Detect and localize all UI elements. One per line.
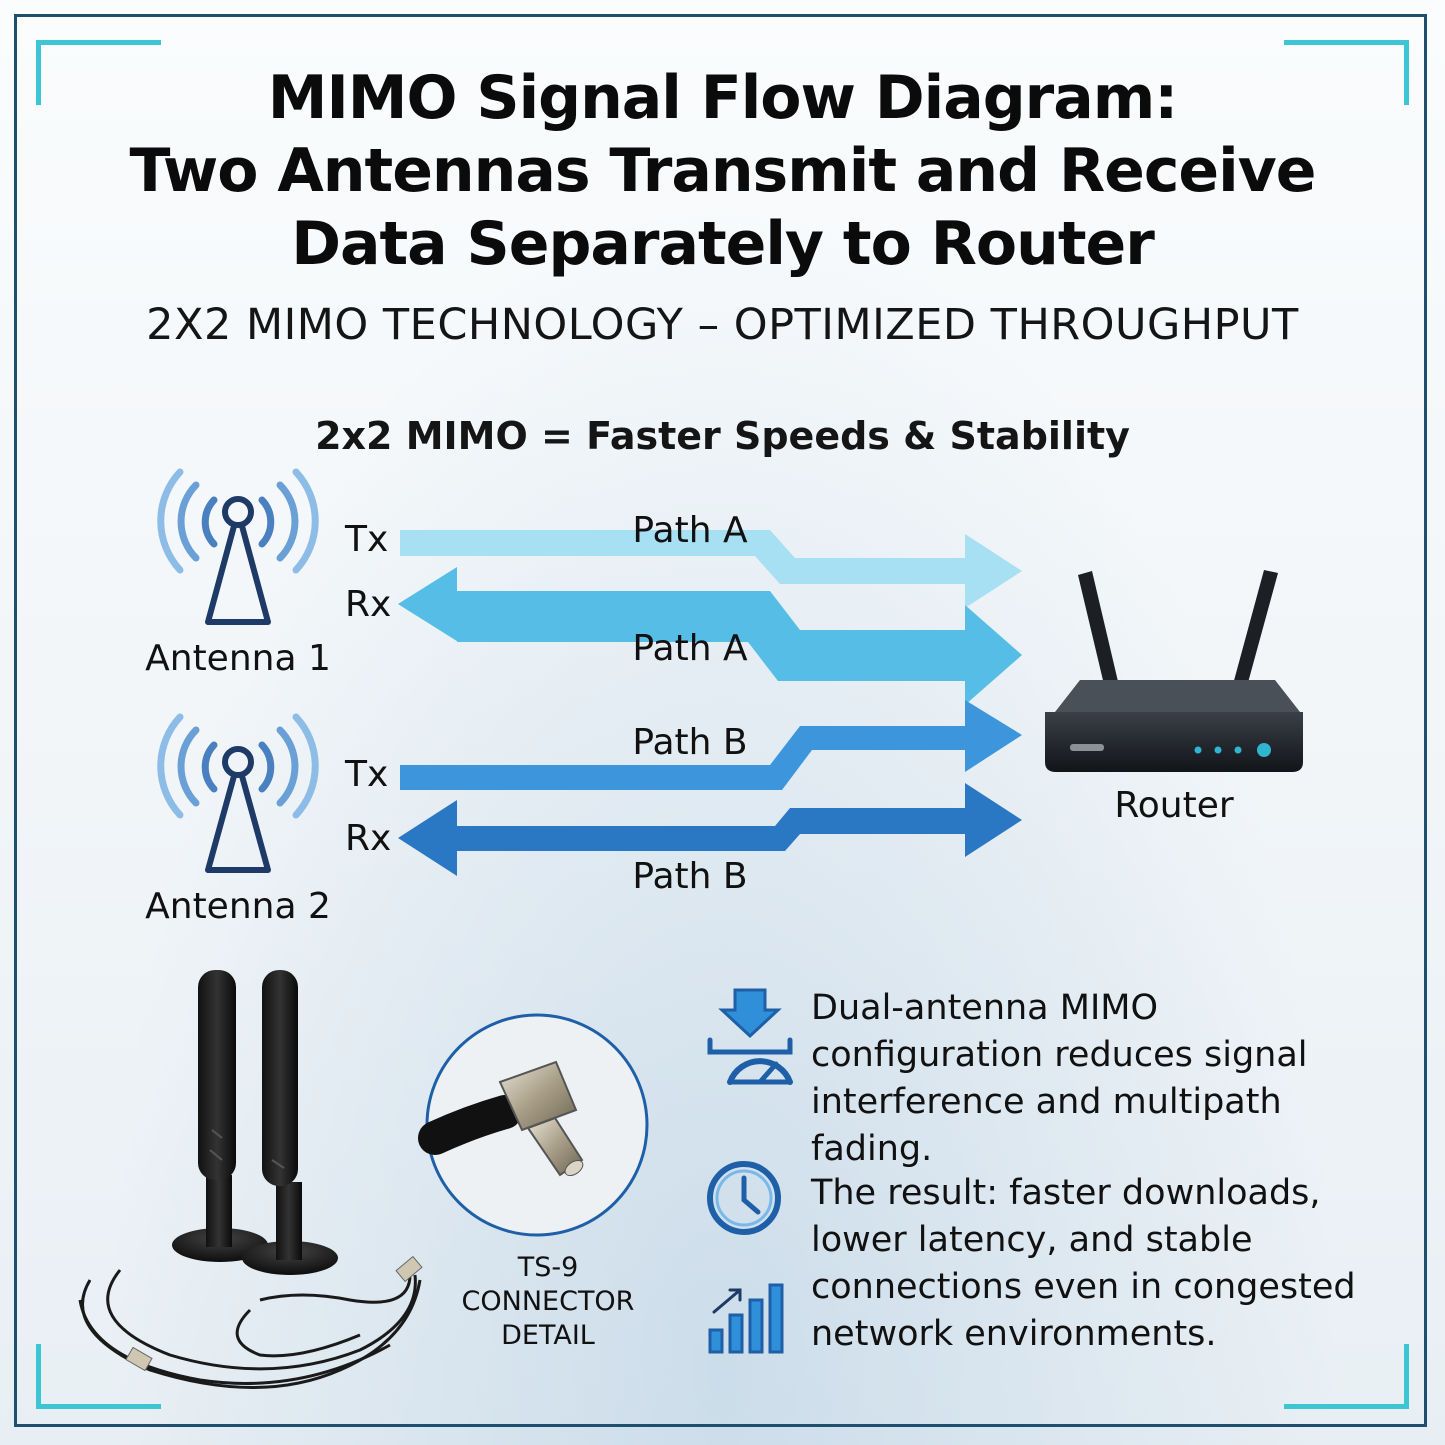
path-label: Path B — [632, 722, 747, 763]
path-arrow-a-tx — [400, 530, 1022, 608]
page-title: MIMO Signal Flow Diagram: Two Antennas T… — [60, 62, 1385, 281]
ts9-connector-detail-image — [418, 1013, 649, 1237]
router-icon — [1045, 570, 1303, 772]
title-line: Two Antennas Transmit and Receive — [129, 136, 1317, 206]
page-subtitle: 2X2 MIMO TECHNOLOGY – OPTIMIZED THROUGHP… — [146, 300, 1299, 350]
feature-text: The result: faster downloads, lower late… — [811, 1173, 1356, 1354]
connector-caption-line: TS-9 — [517, 1252, 579, 1283]
path-arrow-a-rx — [398, 567, 1022, 705]
tx-label: Tx — [344, 754, 388, 795]
download-speed-icon — [707, 988, 793, 1085]
title-line: MIMO Signal Flow Diagram: — [267, 63, 1179, 133]
antenna-1-icon — [157, 468, 319, 625]
corner-accent — [36, 1344, 161, 1409]
title-line: Data Separately to Router — [291, 209, 1155, 279]
bar-chart-growth-icon — [708, 1283, 784, 1354]
rx-label: Rx — [345, 818, 391, 859]
diagram-tagline: 2x2 MIMO = Faster Speeds & Stability — [315, 414, 1130, 458]
tx-label: Tx — [344, 519, 388, 560]
rx-label: Rx — [345, 584, 391, 625]
connector-caption-line: DETAIL — [501, 1320, 595, 1351]
antenna-2-icon — [157, 713, 319, 873]
antenna-2-label: Antenna 2 — [145, 886, 331, 927]
antenna-product-image — [78, 970, 423, 1389]
path-label: Path B — [632, 856, 747, 897]
corner-accent — [36, 40, 161, 105]
connector-caption-line: CONNECTOR — [462, 1286, 635, 1317]
feature-text: Dual-antenna MIMO configuration reduces … — [811, 988, 1308, 1169]
clock-icon — [707, 1161, 781, 1235]
path-arrow-b-rx — [398, 783, 1022, 876]
path-label: Path A — [632, 510, 748, 551]
corner-accent — [1284, 40, 1409, 105]
outer-frame — [14, 14, 1427, 1427]
path-label: Path A — [632, 628, 748, 669]
antenna-1-label: Antenna 1 — [145, 638, 331, 679]
path-arrow-b-tx — [400, 700, 1022, 790]
corner-accent — [1284, 1344, 1409, 1409]
router-label: Router — [1114, 785, 1234, 826]
